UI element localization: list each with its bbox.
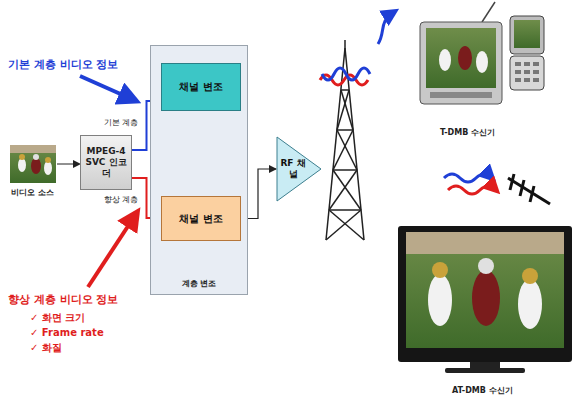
receiver-caption: T-DMB 수신기 [440,128,495,138]
portable-tv [420,2,502,104]
large-tv [398,226,572,373]
callout-label: 기본 계층 비디오 정보 [8,58,119,71]
node-text: 채널 변조 [179,81,222,93]
modulation-group: 계층 변조채널 변조채널 변조 [150,45,248,295]
node-text: 채널 변조 [179,213,222,225]
image-caption: 비디오 소스 [11,188,54,198]
antenna [508,174,550,204]
triangle-shape [277,137,321,201]
process-box: 채널 변조 [161,63,241,111]
list-item: ✓ Frame rate [30,327,104,339]
input-line [57,164,79,165]
callout-arrow [88,214,136,287]
signal-arrow [448,186,496,194]
triangle-outline [276,136,322,202]
encoder-box: MPEG-4 SVC 인코더 [80,135,132,190]
receiver-caption: AT-DMB 수신기 [452,386,513,396]
connector-label: 기본 계층 [103,118,139,127]
video-source-image [10,145,56,183]
callout-label: 향상 계층 비디오 정보 [8,293,119,306]
callout-arrow [80,76,134,100]
list-item: ✓ 화질 [30,342,62,354]
connector-label: 향상 계층 [103,195,139,204]
process-box: 채널 변조 [161,196,241,241]
signal-arrow [378,12,394,44]
rf-triangle: RF 채널 [276,136,322,202]
list-item: ✓ 화면 크기 [30,312,85,324]
node-text: RF 채널 [279,158,307,180]
signal-arrow [444,174,492,182]
mobile-phone [510,16,544,90]
node-text: MPEG-4 SVC 인코더 [81,146,131,178]
node-text: 계층 변조 [151,279,247,289]
signal-wave [322,68,370,80]
